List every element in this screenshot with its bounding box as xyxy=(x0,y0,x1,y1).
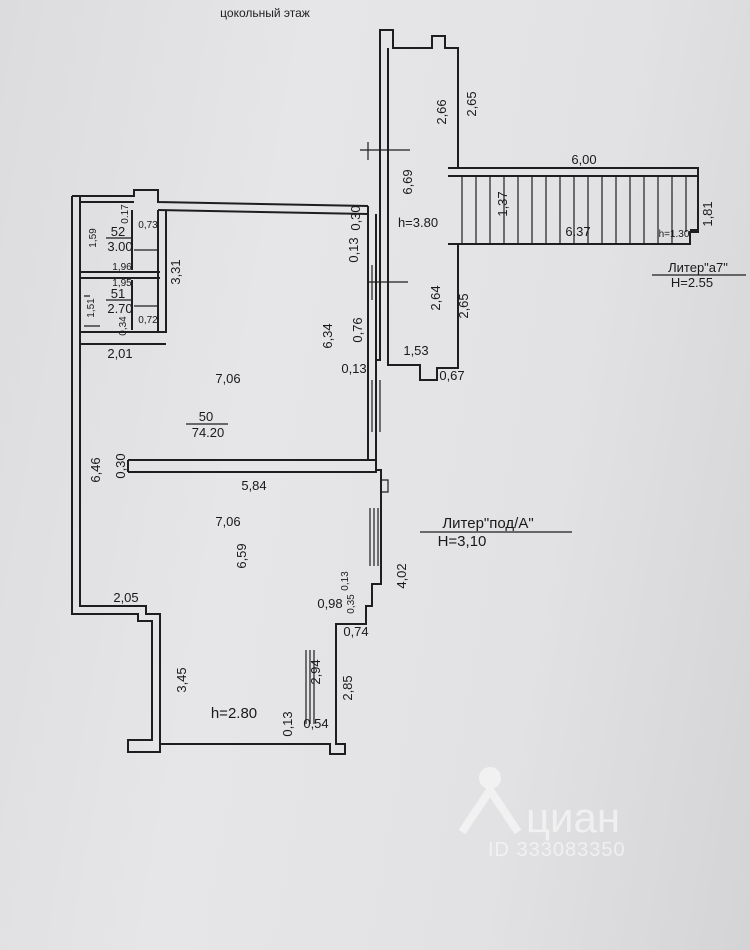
room-51-number: 51 xyxy=(111,286,125,301)
dim-5-84: 5,84 xyxy=(241,478,266,493)
dim-2-64: 2,64 xyxy=(428,285,443,310)
door-opening xyxy=(305,380,389,724)
room-50-height: h=2.80 xyxy=(211,705,257,722)
dim-3-31: 3,31 xyxy=(168,259,183,284)
dim-0-35: 0,35 xyxy=(346,594,357,614)
dim-0-30-b: 0,30 xyxy=(113,453,128,478)
dim-1-51: 1,51 xyxy=(86,298,97,318)
cian-logo-icon xyxy=(458,767,522,835)
dim-6-59: 6,59 xyxy=(234,543,249,568)
liter-main-name: Литер"под/А" xyxy=(442,515,533,532)
outer-wall xyxy=(71,29,699,755)
dim-1-95: 1,95 xyxy=(112,278,132,289)
section-cut-marks xyxy=(360,142,410,300)
stair-height: h=1.30 xyxy=(659,229,690,240)
liter-a7-name: Литер"а7" xyxy=(668,260,728,275)
dim-0-34: 0,34 xyxy=(118,316,129,336)
dim-7-06-a: 7,06 xyxy=(215,371,240,386)
dim-6-34: 6,34 xyxy=(320,323,335,348)
floor-title: цокольный этаж xyxy=(220,6,310,20)
dim-2-05: 2,05 xyxy=(113,590,138,605)
dim-0-13-d: 0,13 xyxy=(280,711,295,736)
liter-main-height: H=3,10 xyxy=(438,533,487,550)
liter-main-note: Литер"под/А" H=3,10 xyxy=(420,515,572,550)
dim-0-13-c: 0,13 xyxy=(340,571,351,591)
dim-0-67: 0,67 xyxy=(439,368,464,383)
dim-6-46: 6,46 xyxy=(88,457,103,482)
dim-1-59: 1,59 xyxy=(88,228,99,248)
staircase xyxy=(461,176,687,244)
liter-a7-height: H=2.55 xyxy=(671,275,713,290)
dim-0-98: 0,98 xyxy=(317,596,342,611)
partition-wall xyxy=(127,206,377,473)
dim-1-81: 1,81 xyxy=(700,201,715,226)
dim-0-54: 0,54 xyxy=(303,716,328,731)
outer-wall-inner-line xyxy=(79,196,161,744)
room-52-number: 52 xyxy=(111,224,125,239)
dim-3-45: 3,45 xyxy=(174,667,189,692)
dim-2-65-top: 2,65 xyxy=(464,91,479,116)
dim-0-76: 0,76 xyxy=(350,317,365,342)
watermark-brand: циан xyxy=(526,794,620,841)
corridor-wall xyxy=(387,48,459,381)
stair-length: 6.37 xyxy=(565,224,590,239)
dim-0-74: 0,74 xyxy=(343,624,368,639)
top-wall xyxy=(72,189,369,215)
dim-2-94: 2,94 xyxy=(308,659,323,684)
dim-7-06-b: 7,06 xyxy=(215,514,240,529)
dim-1-37: 1,37 xyxy=(495,191,510,216)
dim-2-66: 2,66 xyxy=(434,99,449,124)
dim-6-69: 6,69 xyxy=(400,169,415,194)
dim-0-72: 0,72 xyxy=(138,315,158,326)
dimension-labels: 2,66 2,65 6,00 6,69 1,37 1,81 0,30 0,13 … xyxy=(86,91,715,736)
dim-0-73: 0,73 xyxy=(138,220,158,231)
room-52-area: 3.00 xyxy=(107,239,132,254)
dim-1-53: 1,53 xyxy=(403,343,428,358)
dim-2-01: 2,01 xyxy=(107,346,132,361)
watermark: циан ID 333083350 xyxy=(458,767,626,861)
room-51-area: 2.70 xyxy=(107,301,132,316)
watermark-id: ID 333083350 xyxy=(488,839,626,861)
dim-0-30-a: 0,30 xyxy=(348,205,363,230)
room-labels: 50 74.20 h=2.80 52 3.00 51 2.70 h=3.80 h… xyxy=(106,215,690,722)
room-50-number: 50 xyxy=(199,409,213,424)
dim-0-13-b: 0,13 xyxy=(341,361,366,376)
dim-0-13-a: 0,13 xyxy=(346,237,361,262)
liter-a7-note: Литер"а7" H=2.55 xyxy=(652,260,746,290)
corridor-height: h=3.80 xyxy=(398,215,438,230)
dim-0-17: 0.17 xyxy=(120,204,131,224)
dim-1-96: 1,96 xyxy=(112,262,132,273)
room-50-area: 74.20 xyxy=(192,425,225,440)
dim-6-00: 6,00 xyxy=(571,152,596,167)
dim-4-02: 4,02 xyxy=(394,563,409,588)
small-room-walls xyxy=(80,210,167,345)
small-room-wall-hatch xyxy=(84,249,158,327)
dim-2-65-b: 2,65 xyxy=(456,293,471,318)
dim-2-85: 2,85 xyxy=(340,675,355,700)
